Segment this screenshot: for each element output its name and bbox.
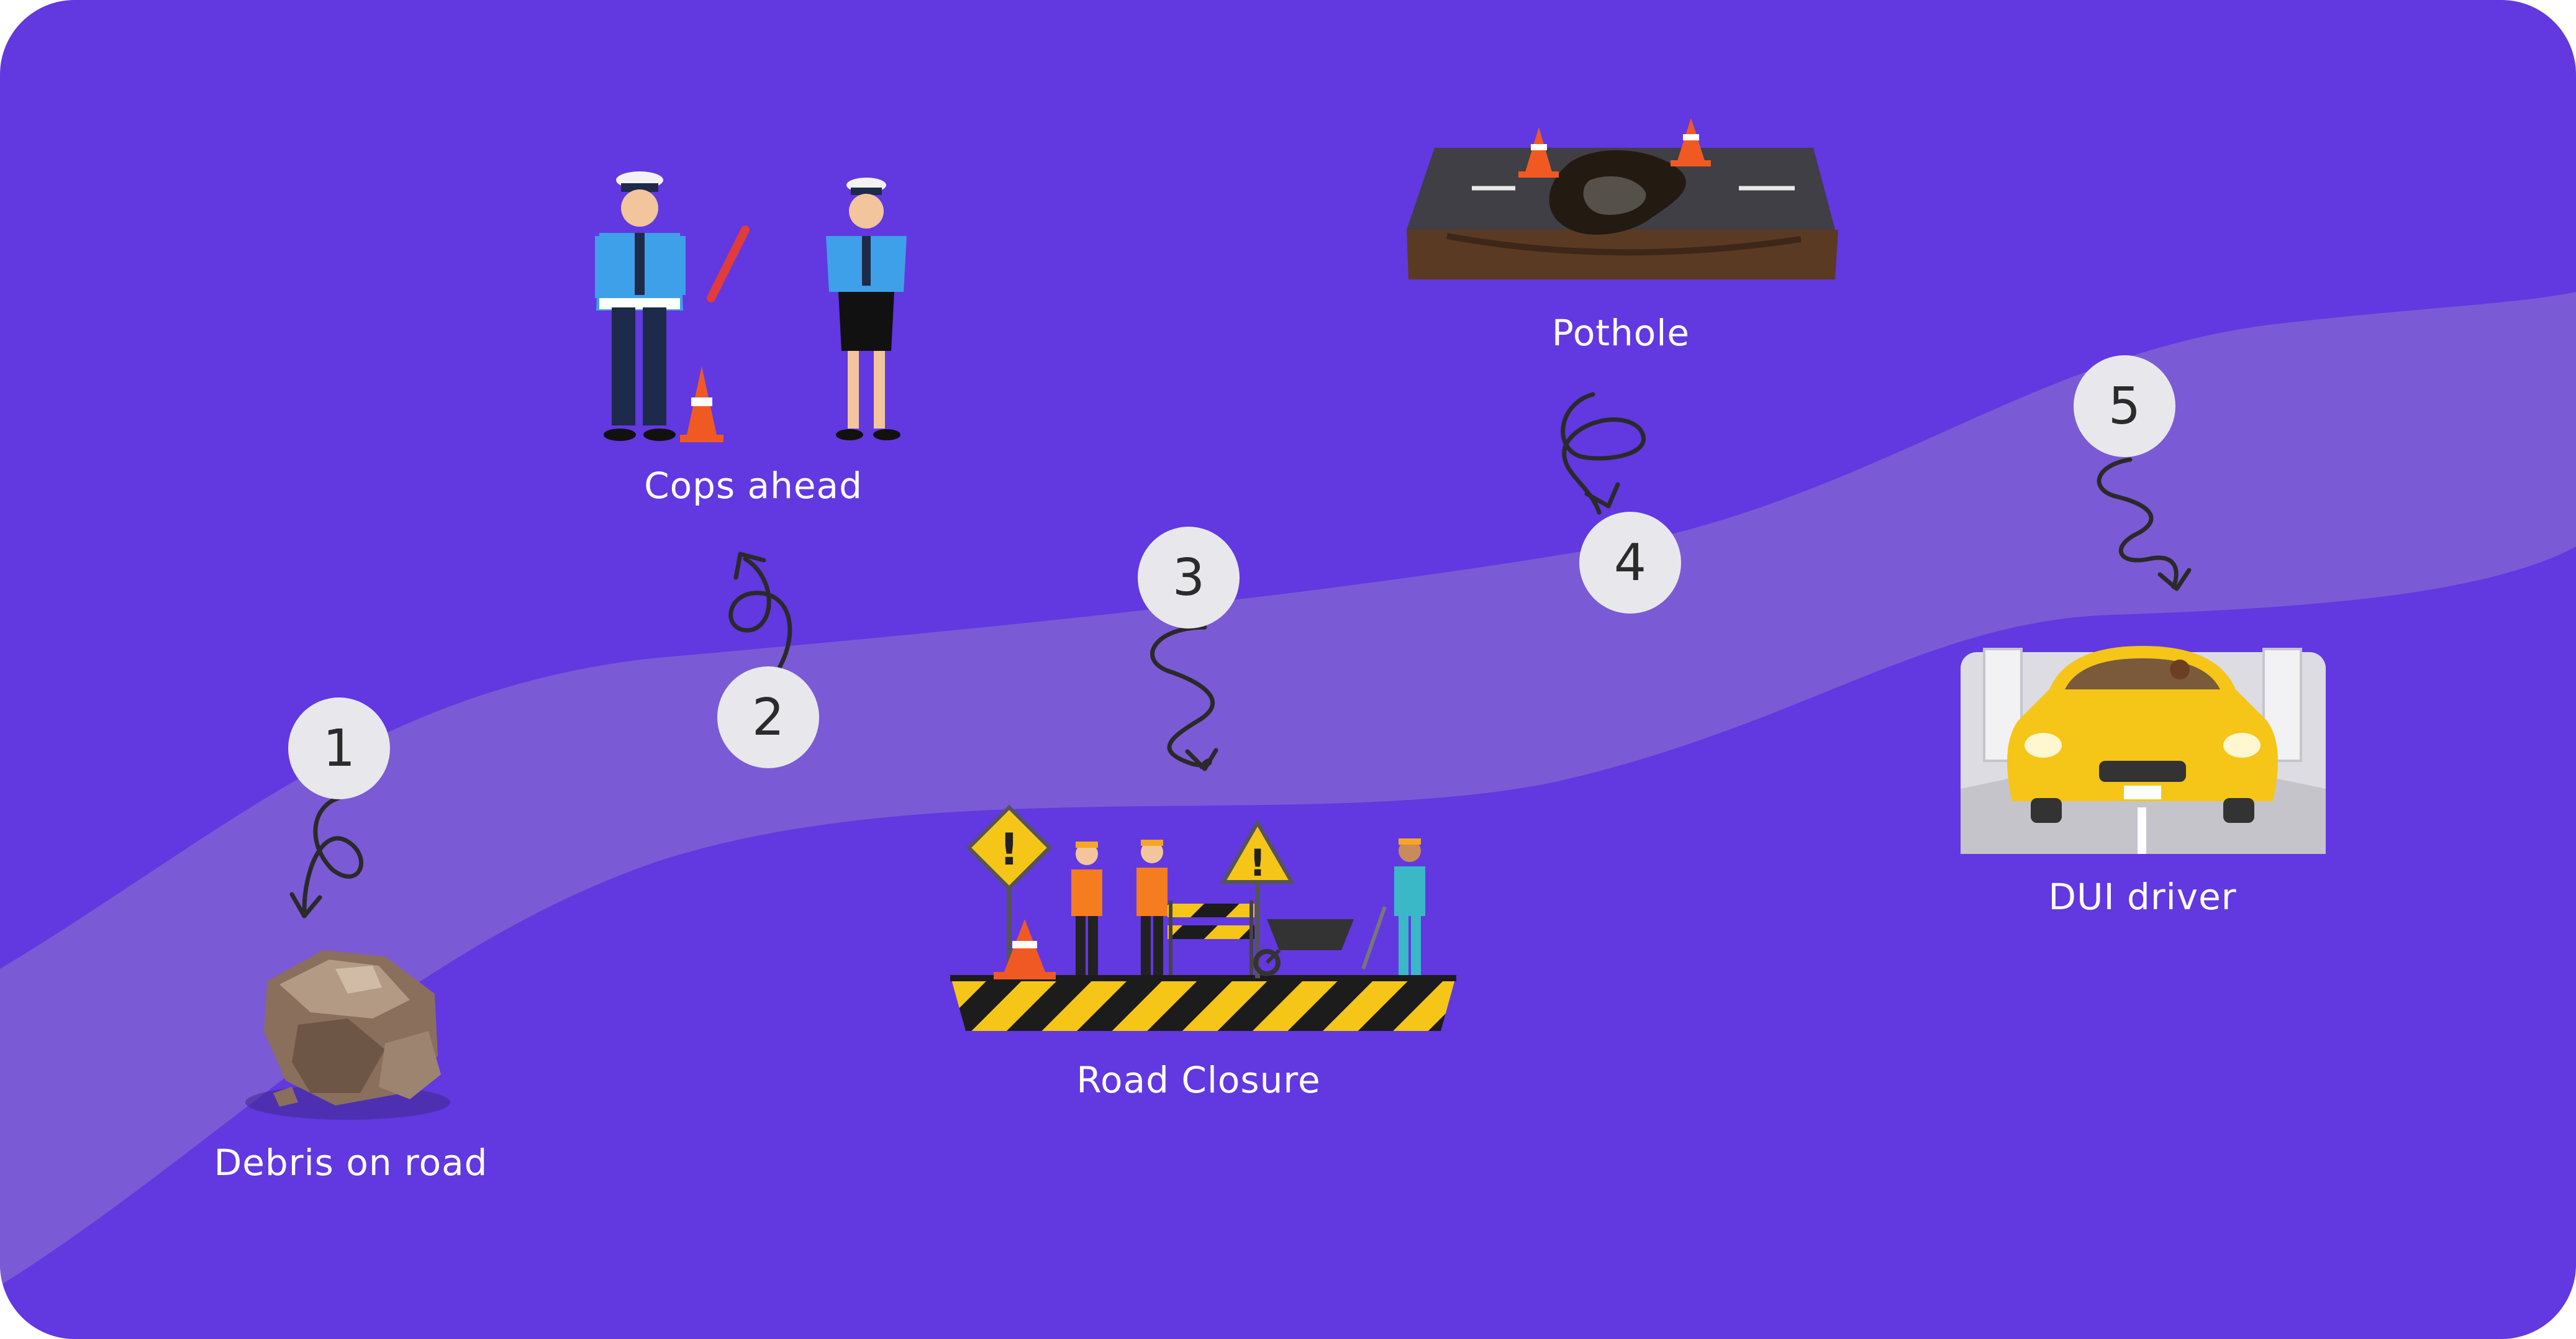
arrow-2-head [733,551,766,580]
step-badge-4: 4 [1579,512,1681,614]
arrow-1 [302,796,364,912]
step-label-5: DUI driver [2048,876,2237,918]
arrow-4-head [1584,482,1620,509]
arrow-5 [2097,457,2179,589]
step-label-4: Pothole [1551,312,1690,354]
step-badge-5: 5 [2074,355,2175,457]
arrow-3-head [1185,748,1218,771]
step-label-1: Debris on road [214,1142,488,1184]
step-badge-2: 2 [717,666,819,768]
police-officer-male [595,171,750,442]
svg-text:!: ! [999,824,1019,875]
arrow-2 [728,556,792,670]
svg-text:!: ! [1249,842,1266,885]
step-label-3: Road Closure [1076,1059,1321,1101]
traffic-cone-left [1518,127,1559,178]
step-badge-1: 1 [288,697,390,799]
step-badge-3: 3 [1138,527,1240,629]
traffic-cone-right [1671,118,1711,166]
arrow-4 [1561,392,1646,515]
police-officer-female [826,178,907,440]
arrow-1-head [289,892,322,919]
step-label-2: Cops ahead [644,465,863,507]
arrow-5-head [2157,568,2192,591]
